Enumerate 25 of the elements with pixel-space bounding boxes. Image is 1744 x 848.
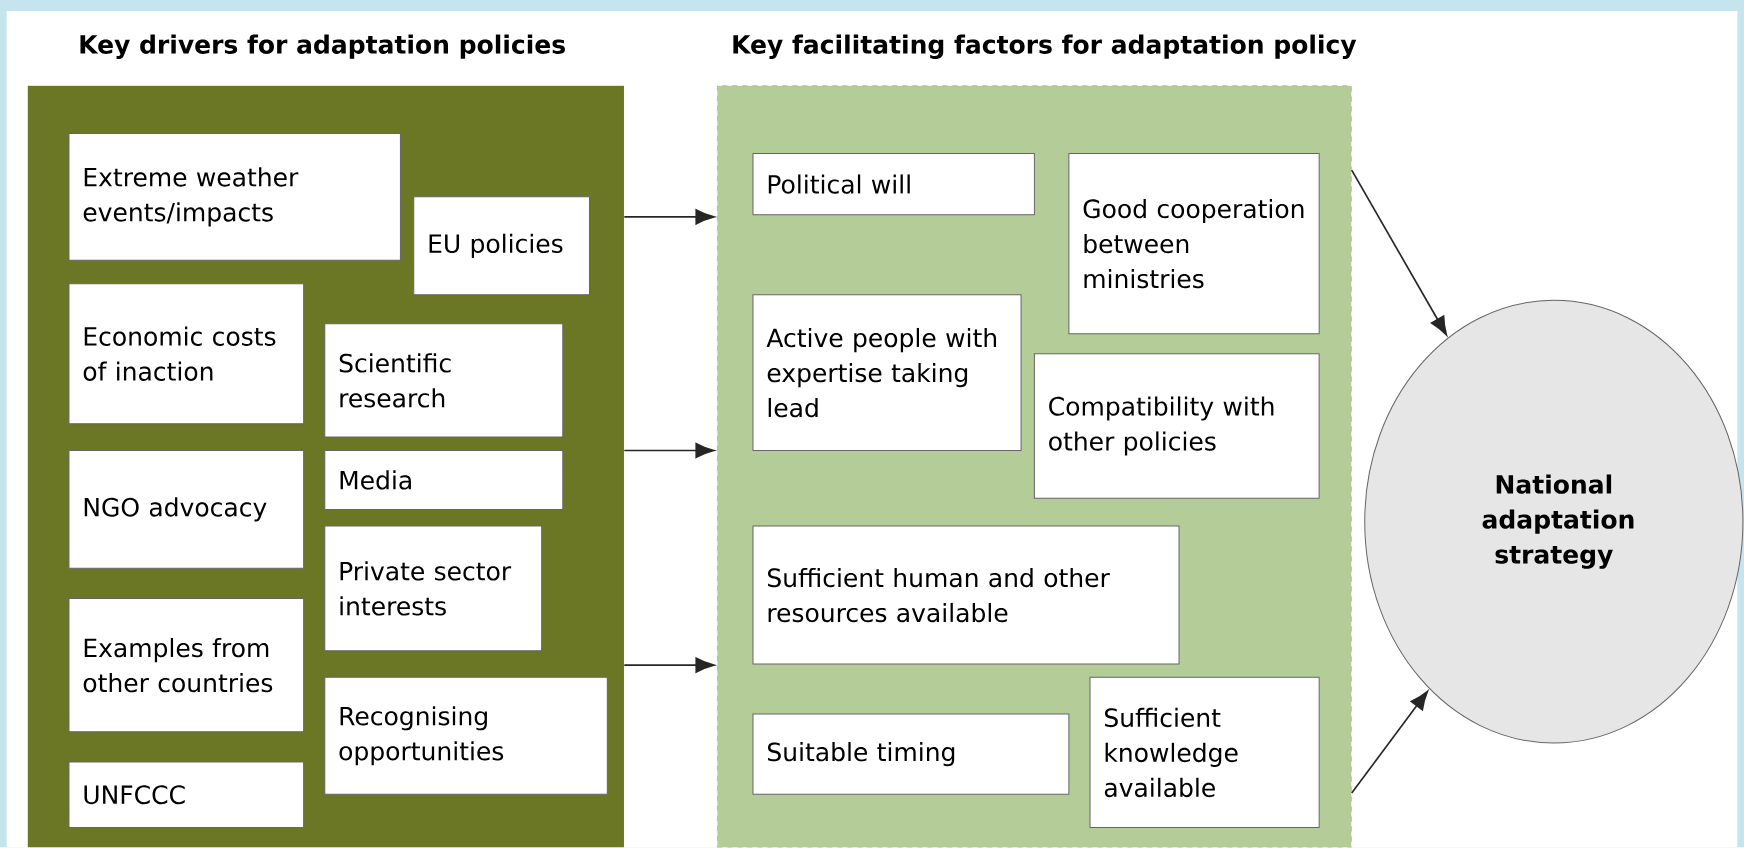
text-box: UNFCCC	[68, 761, 305, 829]
text-box: NGO advocacy	[68, 450, 305, 570]
arrow	[623, 443, 715, 459]
arrow	[1350, 691, 1429, 795]
text-box: Media	[324, 450, 564, 511]
text-box: Sufficient knowledge available	[1089, 677, 1320, 829]
text-box: Extreme weather events/impacts	[68, 133, 401, 261]
panel-heading: Key drivers for adaptation policies	[80, 34, 565, 60]
arrow	[623, 657, 715, 674]
text-box: Economic costs of inaction	[68, 283, 305, 425]
text-box: EU policies	[413, 196, 590, 296]
text-box: Compatibility with other policies	[1033, 353, 1320, 499]
arrow	[623, 209, 715, 225]
text-box: Sufficient human and other resources available	[752, 525, 1180, 665]
text-box: Active people with expertise taking lead	[752, 294, 1022, 452]
text-box: Private sector interests	[324, 525, 543, 652]
text-box: Political will	[752, 153, 1035, 216]
text-box: Examples from other countries	[68, 598, 305, 733]
oval: National adaptation strategy	[1364, 300, 1744, 744]
text-box: Good cooperation between ministries	[1068, 153, 1320, 335]
panel-heading: Key facilitating factors for adaptation policy	[733, 34, 1357, 60]
text-box: Suitable timing	[752, 713, 1070, 795]
text-box: Recognising opportunities	[324, 677, 608, 795]
text-box: Scientific research	[324, 323, 564, 438]
arrow	[1350, 169, 1448, 336]
